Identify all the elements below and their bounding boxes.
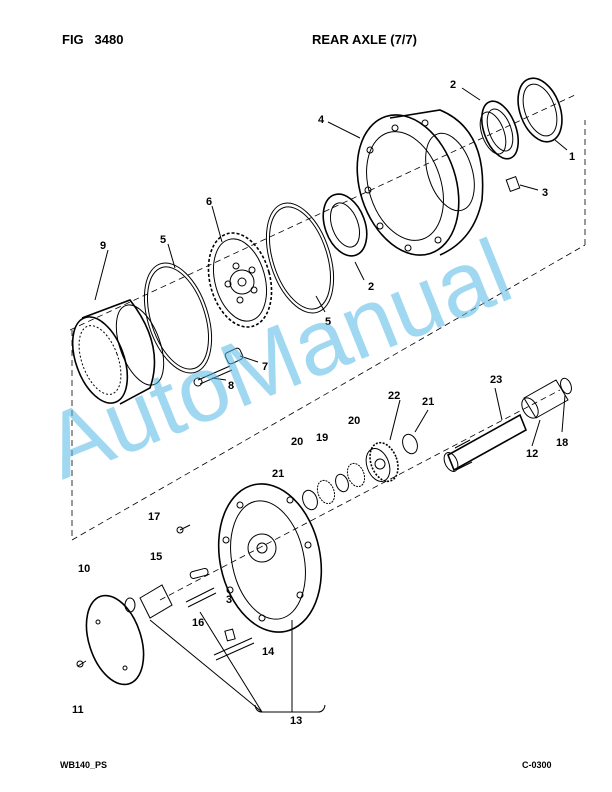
part-small-washer: [124, 597, 136, 613]
callout-5-left: 5: [160, 234, 166, 246]
callout-labels: 1 2 2 3 3 4 5 5 6 7 8 9 10 11 12 13 14 1…: [72, 79, 575, 727]
footer-code: C-0300: [522, 760, 552, 770]
callout-21-right: 21: [422, 396, 434, 408]
part-5-snap-ring-left: [143, 262, 213, 374]
callout-17: 17: [148, 511, 160, 523]
callout-15: 15: [150, 551, 162, 563]
part-21-washer-left: [302, 489, 318, 511]
callout-2-upper: 2: [450, 79, 456, 91]
part-2-bearing-lower: [322, 193, 368, 257]
callout-18: 18: [556, 437, 568, 449]
part-9-ring-gear: [71, 299, 165, 405]
axis-lines: [69, 94, 586, 601]
callout-1: 1: [569, 151, 575, 163]
callout-21-left: 21: [272, 468, 284, 480]
part-17-screw: [176, 524, 191, 534]
part-16-stud: [185, 587, 217, 608]
part-12-sleeve: [521, 379, 569, 419]
part-8-bolt: [193, 365, 233, 387]
callout-13-bracket: [149, 611, 326, 713]
part-3-plug-lower: [224, 628, 236, 642]
part-11-screw: [76, 660, 87, 668]
part-2-bearing-upper: [479, 100, 520, 160]
leader-lines: [94, 87, 568, 447]
callout-20-left: 20: [291, 436, 303, 448]
part-18-snap-ring: [560, 377, 572, 395]
page-title: REAR AXLE (7/7): [312, 32, 417, 47]
part-20-needle-bearing-right: [346, 462, 366, 488]
callout-3-lower: 3: [226, 594, 232, 606]
part-6-planet-carrier: [207, 232, 273, 328]
callout-23: 23: [490, 374, 502, 386]
callout-2-lower: 2: [368, 281, 374, 293]
part-23-shaft: [443, 413, 528, 472]
part-10-cover: [85, 594, 145, 686]
part-1-seal-ring: [517, 77, 563, 143]
callout-13: 13: [290, 715, 302, 727]
callout-12: 12: [526, 448, 538, 460]
callout-20-right: 20: [348, 415, 360, 427]
footer-model: WB140_PS: [60, 760, 108, 770]
fig-label: FIG: [62, 32, 84, 47]
callout-22: 22: [388, 390, 400, 402]
part-5-snap-ring-right: [265, 202, 335, 314]
part-3-plug-upper: [505, 176, 521, 192]
part-cover-sleeve: [139, 584, 173, 619]
callout-19: 19: [316, 432, 328, 444]
part-22-planet-gear: [365, 441, 399, 483]
callout-4: 4: [318, 114, 325, 126]
part-4-housing: [356, 109, 484, 256]
callout-10: 10: [78, 563, 90, 575]
part-7-bushing: [224, 347, 244, 365]
callout-6: 6: [206, 196, 212, 208]
part-19-spacer: [335, 473, 349, 493]
callout-16: 16: [192, 617, 204, 629]
callout-7: 7: [262, 361, 268, 373]
figure-label: FIG 3480: [62, 32, 123, 47]
callout-3-upper: 3: [542, 187, 548, 199]
callout-9: 9: [100, 240, 106, 252]
part-13-hub: [217, 483, 323, 633]
callout-11: 11: [72, 704, 84, 716]
part-14-stud: [213, 637, 255, 661]
callout-8: 8: [228, 380, 234, 392]
part-20-needle-bearing-left: [316, 479, 336, 505]
fig-number: 3480: [94, 32, 124, 47]
part-21-washer-right: [402, 433, 418, 455]
callout-14: 14: [262, 646, 275, 658]
part-15-pin: [189, 567, 209, 580]
callout-5-right: 5: [325, 316, 331, 328]
